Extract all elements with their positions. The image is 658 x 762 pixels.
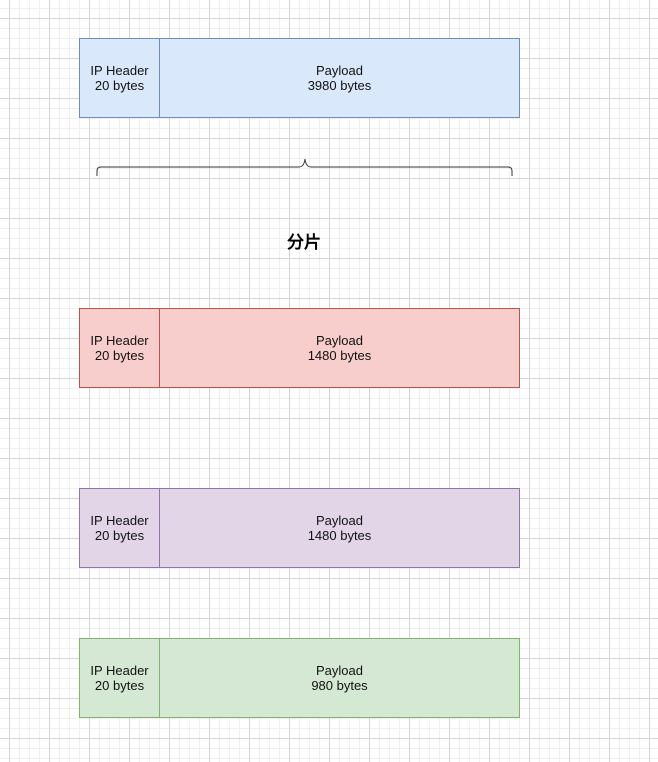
original-ip-header-label: IP Header [90, 63, 149, 78]
fragment-1-payload-size: 1480 bytes [307, 348, 372, 363]
fragment-1-ip-header-size: 20 bytes [94, 348, 145, 363]
original-payload-size: 3980 bytes [307, 78, 372, 93]
original-payload-block: Payload 3980 bytes [160, 39, 519, 117]
fragment-2-ip-header-block: IP Header 20 bytes [80, 489, 160, 567]
fragment-packet-3: IP Header 20 bytes Payload 980 bytes [79, 638, 520, 718]
fragment-2-ip-header-label: IP Header [90, 513, 149, 528]
fragment-1-ip-header-block: IP Header 20 bytes [80, 309, 160, 387]
fragment-2-ip-header-size: 20 bytes [94, 528, 145, 543]
original-ip-header-block: IP Header 20 bytes [80, 39, 160, 117]
fragmentation-brace [96, 158, 513, 176]
fragment-packet-2: IP Header 20 bytes Payload 1480 bytes [79, 488, 520, 568]
fragment-1-payload-label: Payload [316, 333, 363, 348]
fragment-2-payload-label: Payload [316, 513, 363, 528]
fragment-2-payload-size: 1480 bytes [307, 528, 372, 543]
fragment-3-payload-label: Payload [316, 663, 363, 678]
original-packet: IP Header 20 bytes Payload 3980 bytes [79, 38, 520, 118]
fragment-packet-1: IP Header 20 bytes Payload 1480 bytes [79, 308, 520, 388]
fragment-2-payload-block: Payload 1480 bytes [160, 489, 519, 567]
original-ip-header-size: 20 bytes [94, 78, 145, 93]
fragment-1-payload-block: Payload 1480 bytes [160, 309, 519, 387]
original-payload-label: Payload [316, 63, 363, 78]
fragment-3-ip-header-block: IP Header 20 bytes [80, 639, 160, 717]
fragment-3-payload-block: Payload 980 bytes [160, 639, 519, 717]
fragmentation-label: 分片 [287, 233, 321, 252]
fragment-3-ip-header-label: IP Header [90, 663, 149, 678]
fragment-3-ip-header-size: 20 bytes [94, 678, 145, 693]
fragment-3-payload-size: 980 bytes [311, 678, 368, 693]
fragment-1-ip-header-label: IP Header [90, 333, 149, 348]
